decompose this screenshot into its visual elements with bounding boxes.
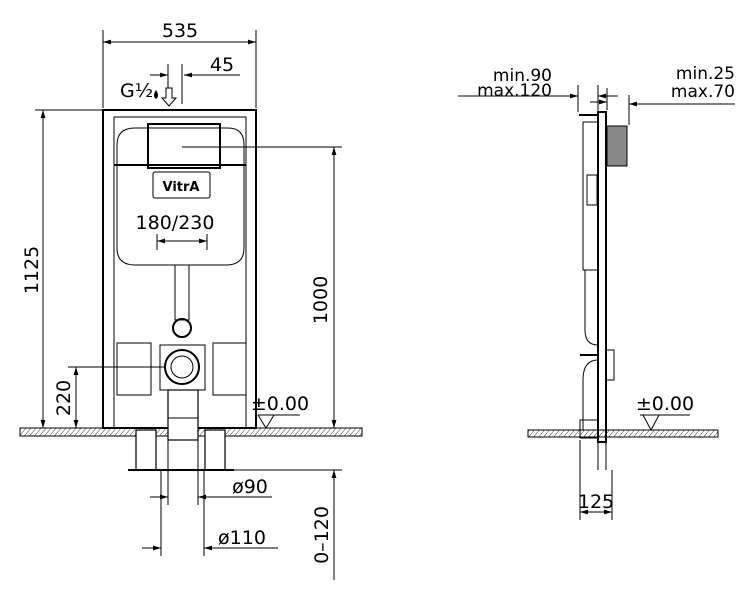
frame xyxy=(102,109,257,429)
floor-level-label-side: ±0.00 xyxy=(636,393,694,415)
cistern xyxy=(116,127,245,266)
inlet-thread-label: G½ xyxy=(120,80,153,102)
depth-min-label: min.90 xyxy=(493,66,552,86)
water-inlet-circle xyxy=(172,318,192,338)
outlet-height-label: 220 xyxy=(53,380,75,416)
pipe-small-label: ø90 xyxy=(232,476,268,498)
flush-plate-ribs xyxy=(606,125,628,167)
inlet-offset-label: 45 xyxy=(210,54,234,76)
logo-plate xyxy=(152,171,211,199)
button-spacing-label: 180/230 xyxy=(136,212,215,234)
side-frame xyxy=(597,111,607,443)
water-drop-icon xyxy=(154,90,158,99)
depth-max-label: max.120 xyxy=(477,81,552,101)
pipe-large-label: ø110 xyxy=(218,527,266,549)
leg-adjust-label: 0–120 xyxy=(311,506,333,564)
total-height-label: 1125 xyxy=(21,246,43,294)
leg-depth-label: 125 xyxy=(578,491,614,513)
drain-pipe xyxy=(167,389,199,441)
width-label: 535 xyxy=(162,20,198,42)
inlet-arrow-icon xyxy=(160,87,178,107)
flush-button-opening xyxy=(147,123,221,169)
leg-right xyxy=(204,429,226,471)
floor-hatch-side xyxy=(527,429,719,438)
side-view: min.90 max.120 min.25 max.70 ±0.00 125 xyxy=(458,64,735,520)
button-height-label: 1000 xyxy=(310,276,332,324)
front-view: VitrA 180/230 535 45 G½ 1125 1000 220 ±0… xyxy=(19,20,363,580)
wall-min-label: min.25 xyxy=(676,64,735,84)
outlet-circle xyxy=(164,349,200,385)
side-cistern xyxy=(582,121,598,271)
leg-left xyxy=(135,429,157,471)
floor-level-label: ±0.00 xyxy=(251,393,309,415)
wall-max-label: max.70 xyxy=(671,82,735,102)
logo-text: VitrA xyxy=(163,180,200,195)
